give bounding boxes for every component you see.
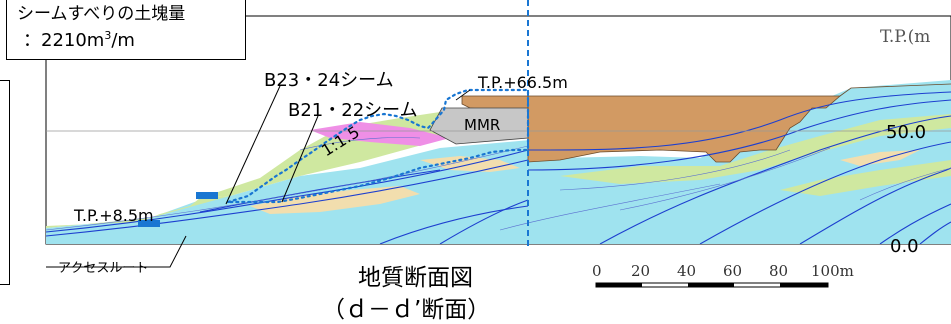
beige-lens	[250, 186, 420, 214]
leader-b2324	[225, 85, 281, 205]
seam-b2122-label: B21・22シーム	[288, 100, 418, 121]
access-route-leader	[46, 235, 187, 268]
elevation-50-label: 50.0	[886, 122, 927, 143]
scale-tick-80: 80	[769, 262, 789, 280]
access-route-label: アクセスルート	[58, 261, 149, 276]
mmr-label: MMR	[464, 116, 501, 134]
strata-lines	[46, 91, 951, 244]
slip-surface-dotted	[227, 88, 530, 204]
side-frame	[0, 80, 10, 285]
tp-low-label: T.P.+8.5m	[74, 206, 154, 225]
scale-tick-100: 100m	[811, 262, 854, 280]
leader-tp-top	[455, 89, 471, 101]
elevation-0-label: 0.0	[890, 236, 919, 257]
right-top-surface	[839, 83, 951, 97]
access-route-marker-high	[196, 192, 218, 199]
scale-tick-0: 0	[592, 262, 602, 280]
green-stratum-2	[560, 114, 951, 184]
mmr-block	[429, 107, 529, 145]
soil-volume-callout: シームすべりの土塊量 ：2210m3/m	[6, 0, 246, 60]
callout-title: シームすべりの土塊量	[17, 4, 186, 24]
scale-tick-40: 40	[677, 262, 697, 280]
seam-b2324-label: B23・24シーム	[264, 70, 394, 91]
leader-b2122	[281, 115, 319, 203]
green-stratum-3	[780, 160, 951, 196]
section-title: 地質断面図	[358, 265, 473, 291]
access-route-marker-low	[138, 220, 160, 227]
scale-bar	[595, 282, 829, 288]
tp-axis-label: T.P.(m	[880, 27, 931, 47]
section-subtitle: （ｄ－ｄ’断面）	[322, 297, 491, 323]
strata-lines-thin	[46, 137, 951, 231]
scale-tick-20: 20	[631, 262, 651, 280]
scale-tick-60: 60	[723, 262, 743, 280]
tp-top-label: T.P.+66.5m	[478, 73, 568, 92]
callout-volume: ：2210m3/m	[23, 29, 135, 51]
pink-seam	[310, 122, 450, 146]
